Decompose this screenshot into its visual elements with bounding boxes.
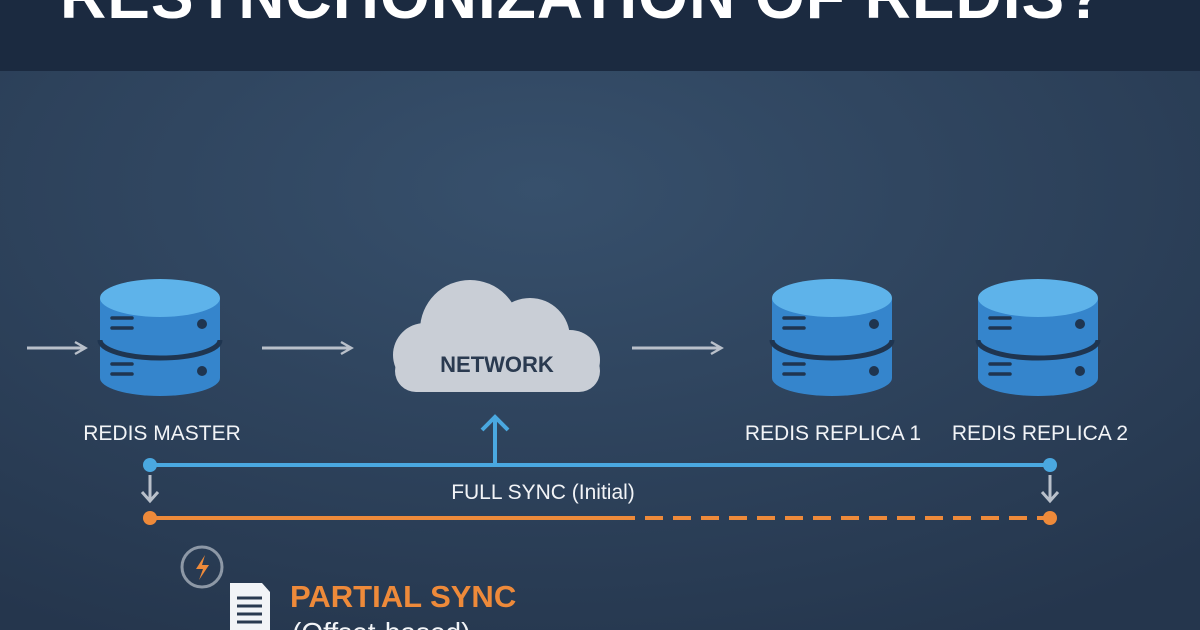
cloud-icon bbox=[393, 280, 600, 392]
replica1-label: REDIS REPLICA 1 bbox=[745, 422, 921, 445]
partial-sync-title: PARTIAL SYNC bbox=[290, 579, 516, 614]
replica2-label: REDIS REPLICA 2 bbox=[952, 422, 1128, 445]
partial-sync-subtitle: (Offset-based) bbox=[292, 617, 470, 630]
arrow-down-icon bbox=[140, 475, 160, 504]
header-bar bbox=[0, 0, 1200, 71]
database-icon bbox=[97, 279, 223, 396]
document-icon bbox=[230, 583, 270, 630]
partial-sync-line bbox=[143, 511, 1057, 525]
database-icon bbox=[975, 279, 1101, 396]
database-icon bbox=[769, 279, 895, 396]
page-title: RESYNCHONIZATION OF REDIS? bbox=[60, 0, 1105, 32]
arrow-down-icon bbox=[1040, 475, 1060, 504]
full-sync-label: FULL SYNC (Initial) bbox=[451, 481, 635, 504]
master-label: REDIS MASTER bbox=[83, 422, 241, 445]
lightning-icon bbox=[180, 545, 224, 589]
network-label: NETWORK bbox=[440, 352, 554, 377]
arrow-up-icon bbox=[480, 414, 510, 465]
full-sync-line bbox=[143, 414, 1057, 472]
